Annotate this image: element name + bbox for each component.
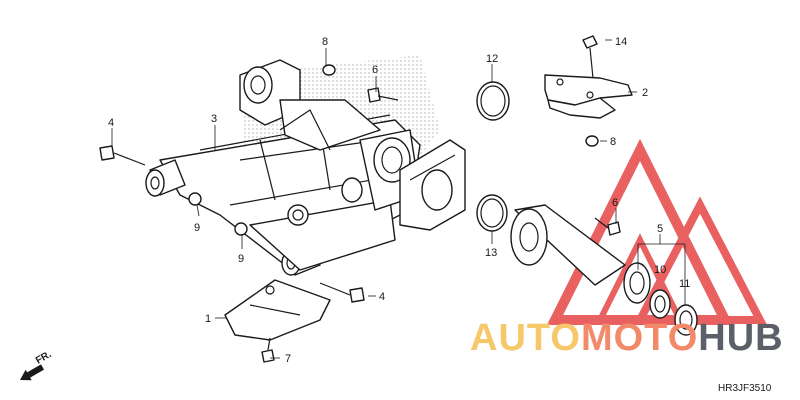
callout-labels: 1 2 3 4 4 5 6 6 7 8 8 9 9 10 11 12 13 14	[108, 36, 690, 365]
callout-6-top: 6	[372, 64, 378, 76]
bolt-4-bottom	[319, 282, 365, 303]
nut-8-top	[322, 64, 336, 76]
rear-carrier-bracket	[399, 139, 466, 231]
callout-11: 11	[679, 278, 690, 290]
bracket-2	[544, 74, 633, 119]
lower-arm	[249, 199, 396, 271]
bracket-plate-lower	[547, 97, 616, 119]
callout-4-left: 4	[108, 117, 114, 129]
bolt-4-left	[99, 145, 146, 166]
nut-9-left	[188, 192, 202, 206]
bolt-7	[261, 337, 275, 363]
watermark-text: AUTOMOTOHUB	[470, 317, 784, 359]
upper-pivot-bore	[243, 66, 273, 104]
callout-5: 5	[657, 223, 663, 235]
callout-9-lower: 9	[238, 253, 244, 265]
watermark-hub-part: HUB	[698, 317, 783, 359]
diagram-code: HR3JF3510	[718, 383, 772, 394]
watermark-logo	[546, 138, 767, 325]
nut-8-right	[585, 135, 599, 147]
callout-10: 10	[654, 264, 666, 276]
bolt-14	[582, 35, 598, 79]
bolt-6-top	[367, 87, 399, 103]
lower-arm-hole	[287, 204, 309, 226]
front-arrow-icon	[20, 364, 45, 381]
right-pivot-ring	[341, 177, 363, 203]
callout-14: 14	[615, 36, 627, 48]
callout-3: 3	[211, 113, 217, 125]
skid-guard-1	[224, 279, 331, 341]
drive-shaft-housing	[510, 204, 698, 336]
callout-13: 13	[485, 247, 497, 259]
watermark-auto: AUTOMOTOHUB	[470, 317, 784, 359]
callout-8-right: 8	[610, 136, 616, 148]
seal-10	[649, 289, 671, 319]
callout-12: 12	[486, 53, 498, 65]
leader-lines	[111, 39, 686, 359]
callout-9-left: 9	[194, 222, 200, 234]
watermark-triangle-inner	[595, 233, 685, 323]
upper-crossmember	[279, 99, 381, 151]
callout-6-right: 6	[612, 197, 618, 209]
callout-8-top: 8	[322, 36, 328, 48]
swingarm-frame	[145, 59, 421, 276]
carrier-bore	[421, 169, 453, 211]
bearing-10	[623, 262, 651, 304]
callout-7: 7	[285, 353, 291, 365]
o-ring-12	[476, 81, 510, 121]
callout-1: 1	[205, 313, 211, 325]
left-pivot-bore	[145, 169, 165, 197]
bolt-6-right	[594, 217, 621, 236]
callout-2: 2	[642, 87, 648, 99]
watermark-auto-part: AUTO	[470, 317, 581, 359]
housing-flange	[510, 208, 548, 266]
watermark-moto-part: MOTO	[581, 317, 698, 359]
nut-9-lower	[234, 222, 248, 236]
front-direction-indicator: FR.	[20, 349, 54, 381]
watermark-triangle-right	[633, 196, 767, 324]
front-label: FR.	[34, 349, 54, 367]
callout-4-bottom: 4	[379, 291, 385, 303]
seal-11	[674, 304, 698, 336]
